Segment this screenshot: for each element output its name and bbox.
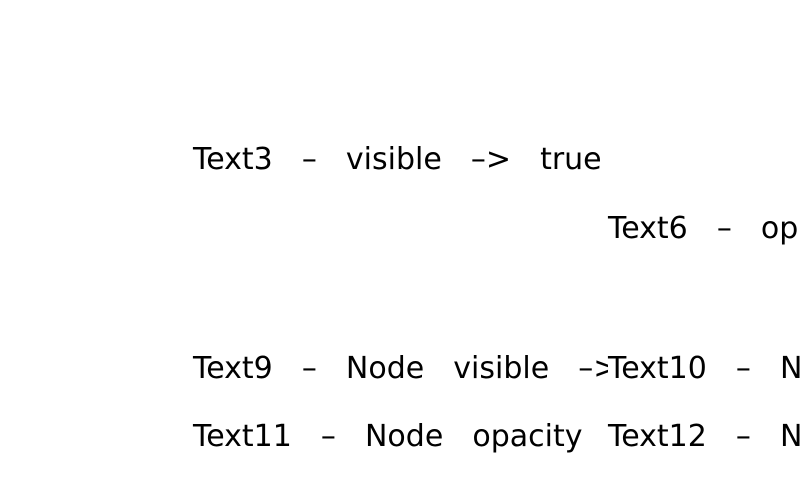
label-text3: Text3 – visible –> true bbox=[193, 141, 602, 181]
label-text12: Text12 – Nod bbox=[608, 418, 800, 458]
label-text6: Text6 – opac bbox=[608, 210, 800, 250]
label-text10: Text10 – Nod bbox=[608, 350, 800, 390]
label-text9: Text9 – Node visible –> tru bbox=[193, 350, 691, 390]
